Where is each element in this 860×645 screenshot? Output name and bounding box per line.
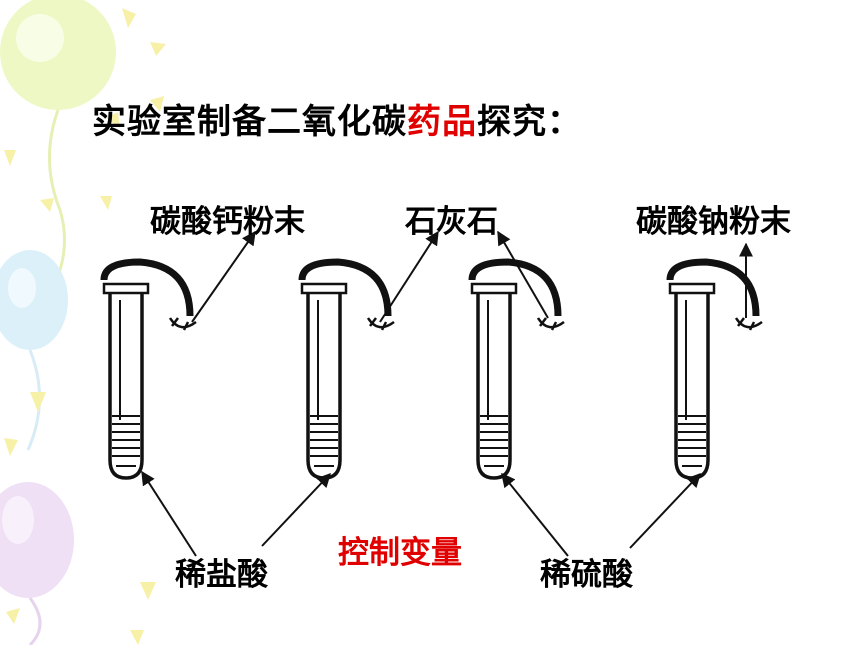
test-tube-4 [666,258,763,480]
label-dilute-sulfuric-acid: 稀硫酸 [540,557,633,593]
test-tube-3 [468,258,565,480]
slide-title: 实验室制备二氧化碳药品探究： [92,94,582,143]
title-highlight: 药品 [407,102,477,142]
label-limestone: 石灰石 [405,204,498,240]
purple-balloon-decoration [0,482,74,645]
test-tube-2 [298,258,395,480]
sun-rays-decoration [4,8,166,645]
arrow-limestone-2 [497,230,549,319]
title-prefix: 实验室制备二氧化碳 [92,102,407,142]
label-sodium-carbonate-powder: 碳酸钠粉末 [636,204,791,240]
arrow-h2so4-2 [629,472,701,549]
acid-liquid-2 [310,415,338,467]
label-dilute-hydrochloric-acid: 稀盐酸 [175,557,268,593]
blue-balloon-decoration [0,250,68,451]
acid-liquid-1 [112,415,140,467]
arrow-hcl-1 [141,470,197,557]
arrow-hcl-2 [261,472,331,547]
label-control-variable: 控制变量 [338,535,462,571]
arrow-h2so4-1 [501,472,569,557]
title-suffix: 探究： [477,102,582,142]
arrow-calcium-carbonate [191,230,256,323]
label-calcium-carbonate-powder: 碳酸钙粉末 [150,204,305,240]
acid-liquid-3 [480,415,508,467]
test-tube-1 [100,258,197,480]
arrow-limestone-1 [379,230,439,323]
green-balloon-decoration [0,0,116,311]
acid-liquid-4 [678,415,706,467]
